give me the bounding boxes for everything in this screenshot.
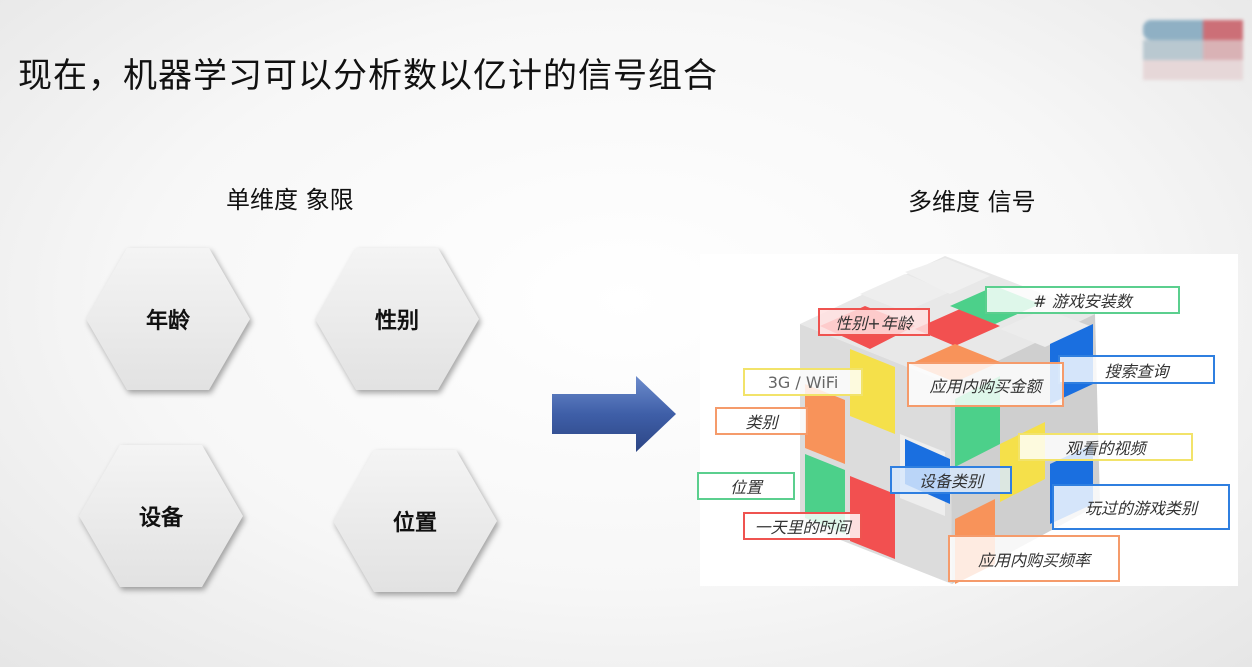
signal-label-network: 3G / WiFi <box>743 368 863 396</box>
multi-dimension-heading: 多维度 信号 <box>908 188 1036 216</box>
signal-label-game-installs: # 游戏安装数 <box>985 286 1180 314</box>
hexagon-gender: 性别 <box>315 248 479 390</box>
signal-label-videos-watched: 观看的视频 <box>1018 433 1193 461</box>
signal-label-games-played: 玩过的游戏类别 <box>1052 484 1230 530</box>
signal-label-search-query: 搜索查询 <box>1058 355 1215 384</box>
single-dimension-heading: 单维度 象限 <box>226 186 354 214</box>
signal-label-gender-age: 性别+年龄 <box>818 308 930 336</box>
signal-label-iap-amount: 应用内购买金额 <box>907 362 1064 407</box>
signal-label-device-type: 设备类别 <box>890 466 1012 494</box>
hexagon-age: 年龄 <box>86 248 250 390</box>
blurred-logo <box>1143 20 1243 80</box>
slide-title: 现在，机器学习可以分析数以亿计的信号组合 <box>18 56 718 96</box>
hexagon-location: 位置 <box>333 450 497 592</box>
hexagon-device: 设备 <box>79 445 243 587</box>
signal-label-location: 位置 <box>697 472 795 500</box>
right-arrow-icon <box>552 376 676 452</box>
signal-label-time-of-day: 一天里的时间 <box>743 512 862 540</box>
signal-label-category: 类别 <box>715 407 808 435</box>
signal-label-iap-frequency: 应用内购买频率 <box>948 535 1120 582</box>
